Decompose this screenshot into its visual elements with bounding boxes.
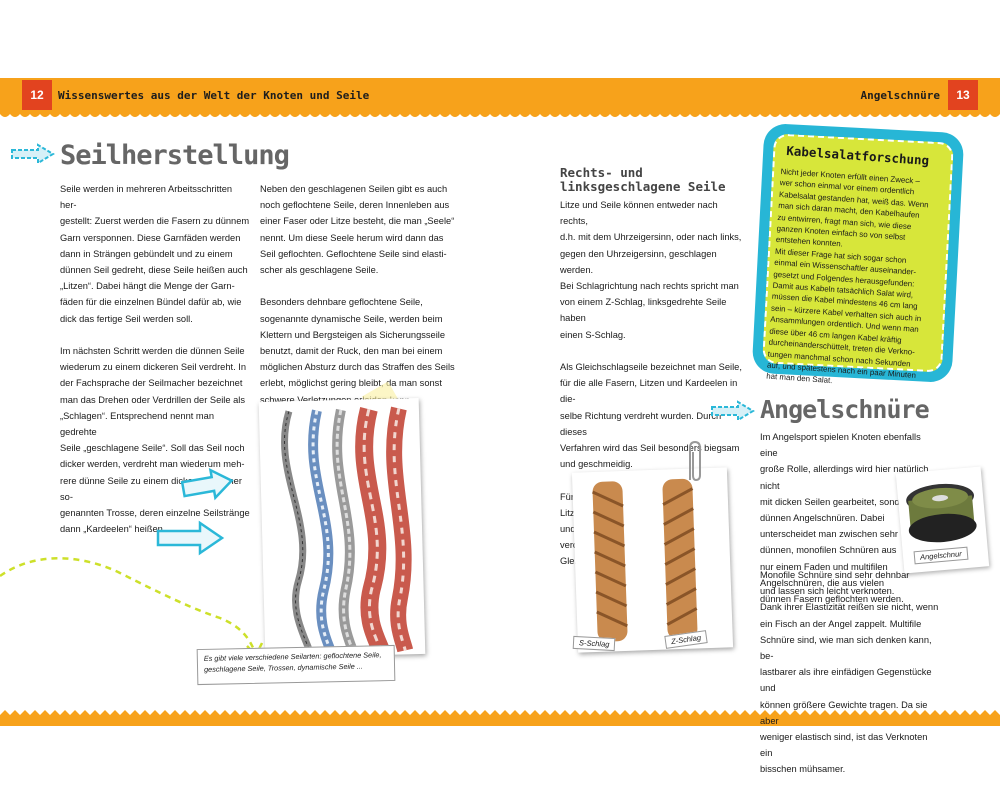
reel-illustration: [906, 483, 977, 543]
footer-zigzag: [0, 710, 1000, 720]
rope-illustration: [281, 406, 414, 655]
info-box-text: Nicht jeder Knoten erfüllt einen Zweck –…: [765, 166, 929, 386]
arrow-icon: [180, 468, 234, 501]
running-head-right: Angelschnüre: [860, 89, 940, 102]
page-number-right: 13: [948, 80, 978, 110]
subsection-title-rechts-links: Rechts- und linksgeschlagene Seile: [560, 165, 726, 194]
page-number-left: 12: [22, 80, 52, 110]
caption-s-schlag: S-Schlag: [572, 635, 616, 652]
dashed-line-decoration: [0, 557, 264, 658]
section-title-angelschnuere: Angelschnüre: [760, 395, 930, 424]
arrow-icon: [711, 400, 755, 422]
photo-caption: Es gibt viele verschiedene Seilarten: ge…: [196, 644, 396, 686]
footer-band: [0, 718, 1000, 726]
arrow-icon: [156, 520, 225, 556]
twisted-ropes-photo: [571, 467, 734, 653]
body-text-col2: Neben den geschlagenen Seilen gibt es au…: [260, 184, 455, 405]
body-text-angelschnuere: Im Angelsport spielen Knoten ebenfalls e…: [760, 432, 929, 605]
twisted-rope-illustration: [591, 478, 698, 642]
body-text-angelschnuere-2: Monofile Schnüre sind sehr dehnbar und l…: [760, 570, 939, 775]
header-zigzag: [0, 112, 1000, 117]
arrow-icon: [11, 143, 55, 165]
section-title-seilherstellung: Seilherstellung: [60, 140, 290, 171]
header-band: [0, 78, 1000, 112]
rope-types-photo: [258, 397, 426, 659]
fishing-line-reel-photo: [895, 466, 990, 574]
paperclip-icon: [689, 440, 701, 482]
running-head-left: Wissenswertes aus der Welt der Knoten un…: [58, 89, 370, 102]
